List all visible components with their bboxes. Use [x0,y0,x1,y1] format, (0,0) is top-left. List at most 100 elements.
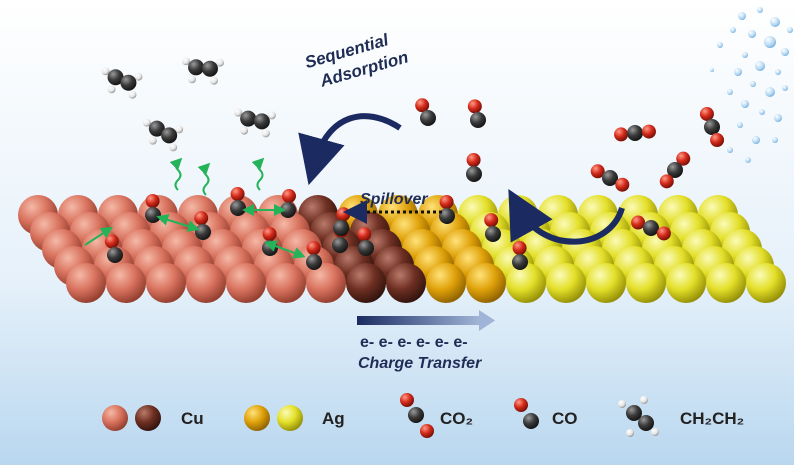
cu-atom [186,263,226,303]
bubble [727,147,733,153]
oxygen-atom [336,207,351,222]
bubble [748,30,756,38]
co-molecule [484,213,501,242]
ethylene-molecule [182,57,224,85]
cu-atom [266,263,306,303]
legend-cu-label: Cu [181,409,204,428]
oxygen-atom [699,106,714,121]
bubble [750,81,756,87]
hydrogen-atom [261,129,270,138]
oxygen-atom [439,195,454,210]
legend-ag-label: Ag [322,409,345,428]
cu-atom [226,263,266,303]
bubble [737,122,743,128]
legend-ethylene-molecule [618,396,659,437]
spillover-label: Spillover [360,191,428,208]
legend-ag-light-atom [277,405,303,431]
bubble [781,48,789,56]
co-molecule [104,234,123,263]
carbon-atom [107,69,124,86]
sequential-adsorption-arrow [298,113,402,186]
carbon-atom [333,220,349,236]
ag-dark-atom [426,263,466,303]
oxygen-atom [659,174,674,189]
co-migration-arrows [84,204,306,259]
bubble [741,100,749,108]
carbon-atom [145,207,161,223]
legend: Cu Ag CO₂ CO CH₂CH₂ [102,393,744,438]
oxygen-atom [281,189,296,204]
carbon-atom [602,170,618,186]
ag-dark-atom [466,263,506,303]
hydrogen-atom [142,118,151,127]
bubble [730,27,736,33]
carbon-atom [704,119,720,135]
legend-ag-dark-atom [244,405,270,431]
bubble [764,36,776,48]
legend-co2-label: CO₂ [440,409,473,428]
carbon-atom [240,110,257,127]
carbon-atom [188,59,205,76]
co2-molecule [699,106,725,148]
carbon-atom [253,113,270,130]
oxygen-atom [710,133,725,148]
oxygen-atom [104,234,119,249]
carbon-atom [306,254,322,270]
ethylene-molecule [101,67,143,99]
hydrogen-atom [101,67,110,76]
oxygen-atom [306,241,321,256]
carbon-atom [439,208,455,224]
oxygen-atom [615,177,630,192]
metal-surface-lattice [18,195,786,303]
bubble [734,68,742,76]
carbon-atom [485,226,501,242]
charge-transfer-arrow [357,310,495,331]
oxygen-atom [415,98,430,113]
bubble [755,61,765,71]
bubble [757,7,763,13]
cu-atom [146,263,186,303]
oxygen-atom [590,164,605,179]
carbon-atom [230,200,246,216]
bubbles [710,7,793,163]
bubble [742,52,748,58]
co-molecule [306,241,322,270]
bubble [782,85,788,91]
hydrogen-atom [107,85,116,94]
hydrogen-atom [175,125,184,134]
carbon-atom [420,110,436,126]
ag-atom [546,263,586,303]
cu-atom [306,263,346,303]
bubble [770,17,780,27]
oxygen-atom [467,99,482,114]
legend-cu-dark-atom [135,405,161,431]
oxygen-atom [262,227,277,242]
co2-molecule [659,151,691,189]
co2-molecule [614,124,656,142]
legend-co2-molecule [400,393,434,438]
oxygen-atom [641,124,656,139]
oxygen-atom [484,213,499,228]
co-molecule [466,153,482,182]
interface-atom [386,263,426,303]
bubble [787,27,793,33]
bubble [774,114,782,122]
carbon-atom [358,240,374,256]
hydrogen-atom [215,58,224,67]
oxygen-atom [614,127,629,142]
hydrogen-atom [240,126,249,135]
co-molecule [439,195,455,224]
bubble [752,136,760,144]
hydrogen-atom [182,57,191,66]
hydrogen-atom [188,75,197,84]
cu-dark-atom [346,263,386,303]
hydrogen-atom [169,143,178,152]
ethylene-molecule [234,108,276,138]
legend-ethylene-label: CH₂CH₂ [680,409,744,428]
carbon-atom [161,127,178,144]
ag-atom [666,263,706,303]
co-molecule [357,227,374,256]
electrons-label: e- e- e- e- e- e- [360,334,468,351]
carbon-atom [107,247,123,263]
ag-atom [626,263,666,303]
